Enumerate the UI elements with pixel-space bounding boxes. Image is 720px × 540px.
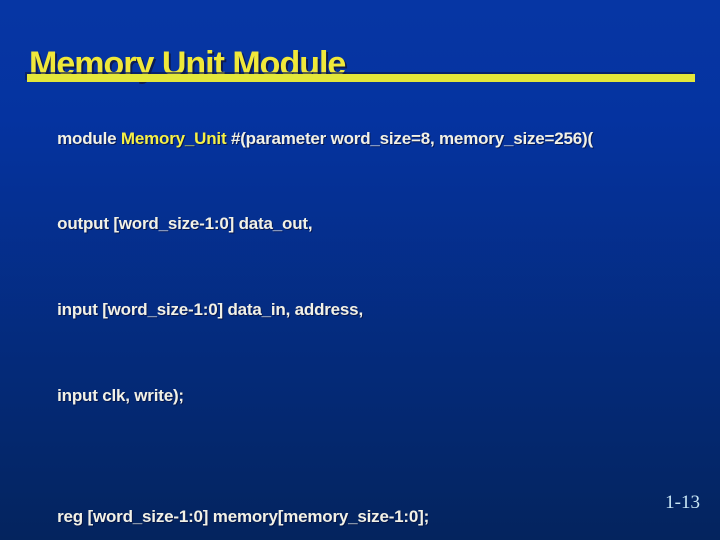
verilog-code-block: module Memory_Unit #(parameter word_size… [30,96,593,540]
page-number: 1-13 [665,492,700,513]
code-line-output-port: output [word_size-1:0] data_out, [57,214,313,234]
code-module-name-highlight: Memory_Unit [120,128,227,148]
code-line-input-ports: input [word_size-1:0] data_in, address, [57,300,363,320]
code-parameter-list: #(parameter word_size=8, memory_size=256… [226,128,593,148]
code-line-clk-write-ports: input clk, write); [57,385,184,405]
code-line-reg-declaration: reg [word_size-1:0] memory[memory_size-1… [57,506,430,526]
code-keyword: module [57,128,121,148]
title-underline-rule [27,74,695,82]
code-line-module-declaration: module Memory_Unit #(parameter word_size… [30,96,593,182]
